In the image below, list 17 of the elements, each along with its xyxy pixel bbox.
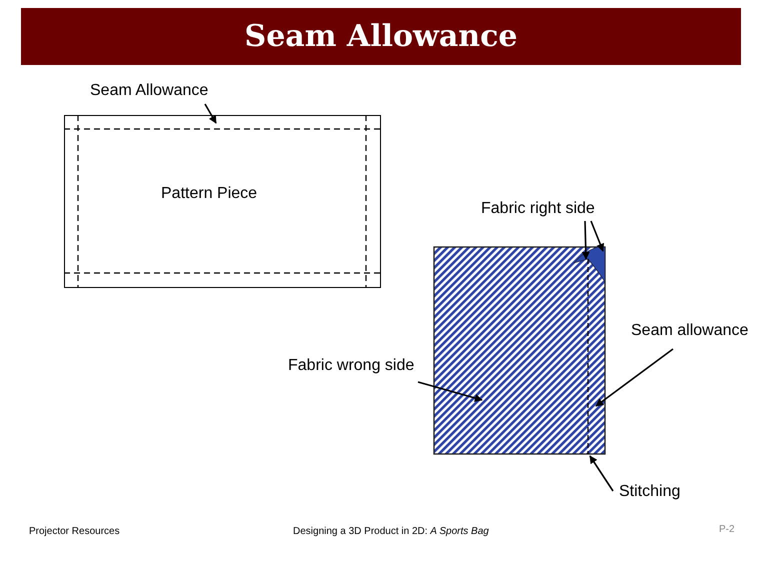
callout-label: Fabric right side (481, 200, 595, 218)
footer-text: Projector Resources (29, 526, 120, 537)
leader-line (590, 220, 604, 252)
pattern-piece-outline (64, 115, 381, 288)
leader-line (204, 104, 217, 124)
callout-label: Fabric wrong side (288, 357, 414, 375)
leader-line (582, 220, 590, 260)
callout-label: Seam Allowance (90, 82, 208, 100)
footer-text: Designing a 3D Product in 2D: A Sports Bag (293, 526, 489, 537)
callout-label: Seam allowance (631, 322, 748, 340)
fabric-drawing (433, 246, 606, 455)
page-number: P-2 (719, 524, 735, 535)
callout-label: Stitching (619, 483, 680, 501)
leader-line (595, 348, 674, 407)
node-label: Pattern Piece (161, 185, 258, 203)
leader-line (589, 455, 614, 492)
title-banner: Seam Allowance (21, 8, 741, 65)
